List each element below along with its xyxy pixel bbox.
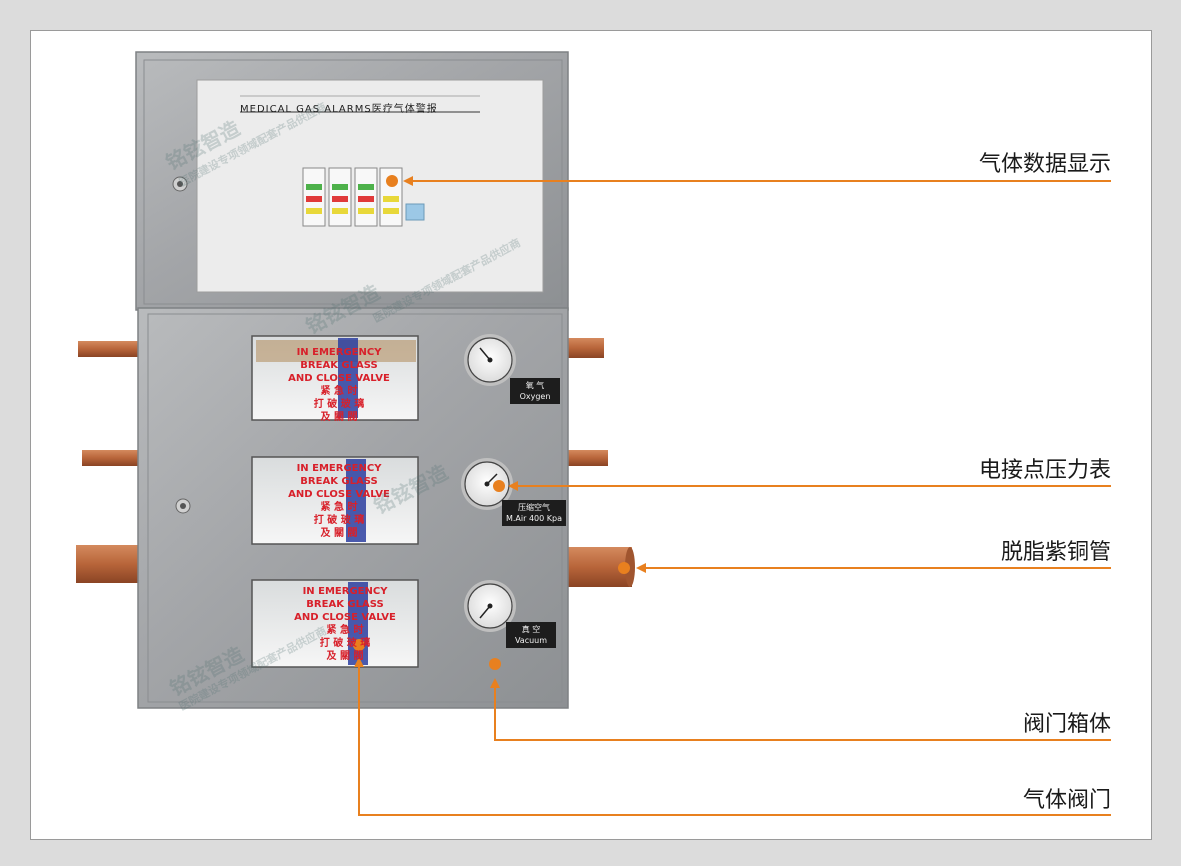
callout-label-valve-box-body: 阀门箱体 — [1022, 712, 1111, 737]
callout-gas-data-display — [386, 175, 1111, 187]
valve-label-line: 紧 急 时 — [320, 386, 358, 397]
valve-label-line: IN EMERGENCY — [302, 586, 388, 597]
alarm-panel-title: MEDICAL GAS ALARMS医疗气体警报 — [240, 104, 438, 115]
valve-label-line: 打 破 玻 璃 — [313, 399, 365, 410]
valve-label-line: BREAK GLASS — [300, 360, 378, 371]
callout-gas-valve — [353, 639, 1111, 816]
gauge-tag-cn: 真 空 — [521, 625, 541, 634]
key-lock — [175, 498, 191, 514]
valve-label-line: BREAK GLASS — [306, 599, 384, 610]
valve-label-line: 紧 急 时 — [326, 625, 364, 636]
alarm-module — [302, 167, 326, 227]
valve-label-line: IN EMERGENCY — [296, 463, 382, 474]
copper-pipes-right — [566, 338, 635, 587]
gauge-tag-cn: 氧 气 — [525, 381, 545, 390]
callout-label-gas-data-display: 气体数据显示 — [978, 152, 1111, 177]
copper-pipes-left — [76, 341, 138, 583]
valve-instruction-label: IN EMERGENCY BREAK GLASS AND CLOSE VALVE… — [284, 462, 394, 540]
valve-label-line: 打 破 玻 璃 — [313, 515, 365, 526]
key-lock — [172, 176, 188, 192]
gauge-tag-vacuum: 真 空 Vacuum — [506, 622, 556, 648]
pressure-gauge — [461, 458, 513, 510]
callout-degreased-copper-pipe — [618, 562, 1111, 574]
valve-instruction-label: IN EMERGENCY BREAK GLASS AND CLOSE VALVE… — [290, 585, 400, 663]
callout-valve-box-body — [489, 658, 1111, 741]
alarm-module — [354, 167, 378, 227]
valve-window — [251, 335, 419, 421]
callout-label-degreased-copper-pipe: 脱脂紫铜管 — [1000, 540, 1111, 565]
gauge-tag-oxygen: 氧 气 Oxygen — [510, 378, 560, 404]
valve-label-line: 及 關 閥 — [320, 528, 358, 539]
valve-label-line: 及 關 閥 — [320, 412, 358, 423]
valve-label-line: IN EMERGENCY — [296, 347, 382, 358]
pressure-gauge — [464, 580, 516, 632]
callout-label-contact-pressure-gauge: 电接点压力表 — [978, 458, 1111, 483]
valve-label-line: 及 關 閥 — [326, 651, 364, 662]
gauge-tag-en: M.Air 400 Kpa — [505, 514, 562, 523]
callout-label-gas-valve: 气体阀门 — [1022, 788, 1111, 813]
valve-label-line: AND CLOSE VALVE — [288, 489, 390, 500]
valve-instruction-label: IN EMERGENCY BREAK GLASS AND CLOSE VALVE… — [284, 346, 394, 424]
gauge-tag-en: Oxygen — [519, 392, 551, 401]
pressure-gauge — [464, 334, 516, 386]
gas-alarm-modules — [302, 167, 425, 227]
valve-label-line: AND CLOSE VALVE — [294, 612, 396, 623]
valve-label-line: AND CLOSE VALVE — [288, 373, 390, 384]
valve-label-line: BREAK GLASS — [300, 476, 378, 487]
gauge-tag-en: Vacuum — [514, 636, 548, 645]
gauge-tag-medical-air: 压缩空气 M.Air 400 Kpa — [502, 500, 566, 526]
alarm-cabinet — [135, 51, 569, 311]
alarm-module — [328, 167, 352, 227]
callout-contact-pressure-gauge — [493, 480, 1111, 492]
valve-label-line: 打 破 玻 璃 — [319, 638, 371, 649]
gauge-tag-cn: 压缩空气 — [518, 503, 550, 512]
valve-window — [251, 456, 419, 545]
mute-button — [405, 203, 425, 221]
valve-label-line: 紧 急 时 — [320, 502, 358, 513]
